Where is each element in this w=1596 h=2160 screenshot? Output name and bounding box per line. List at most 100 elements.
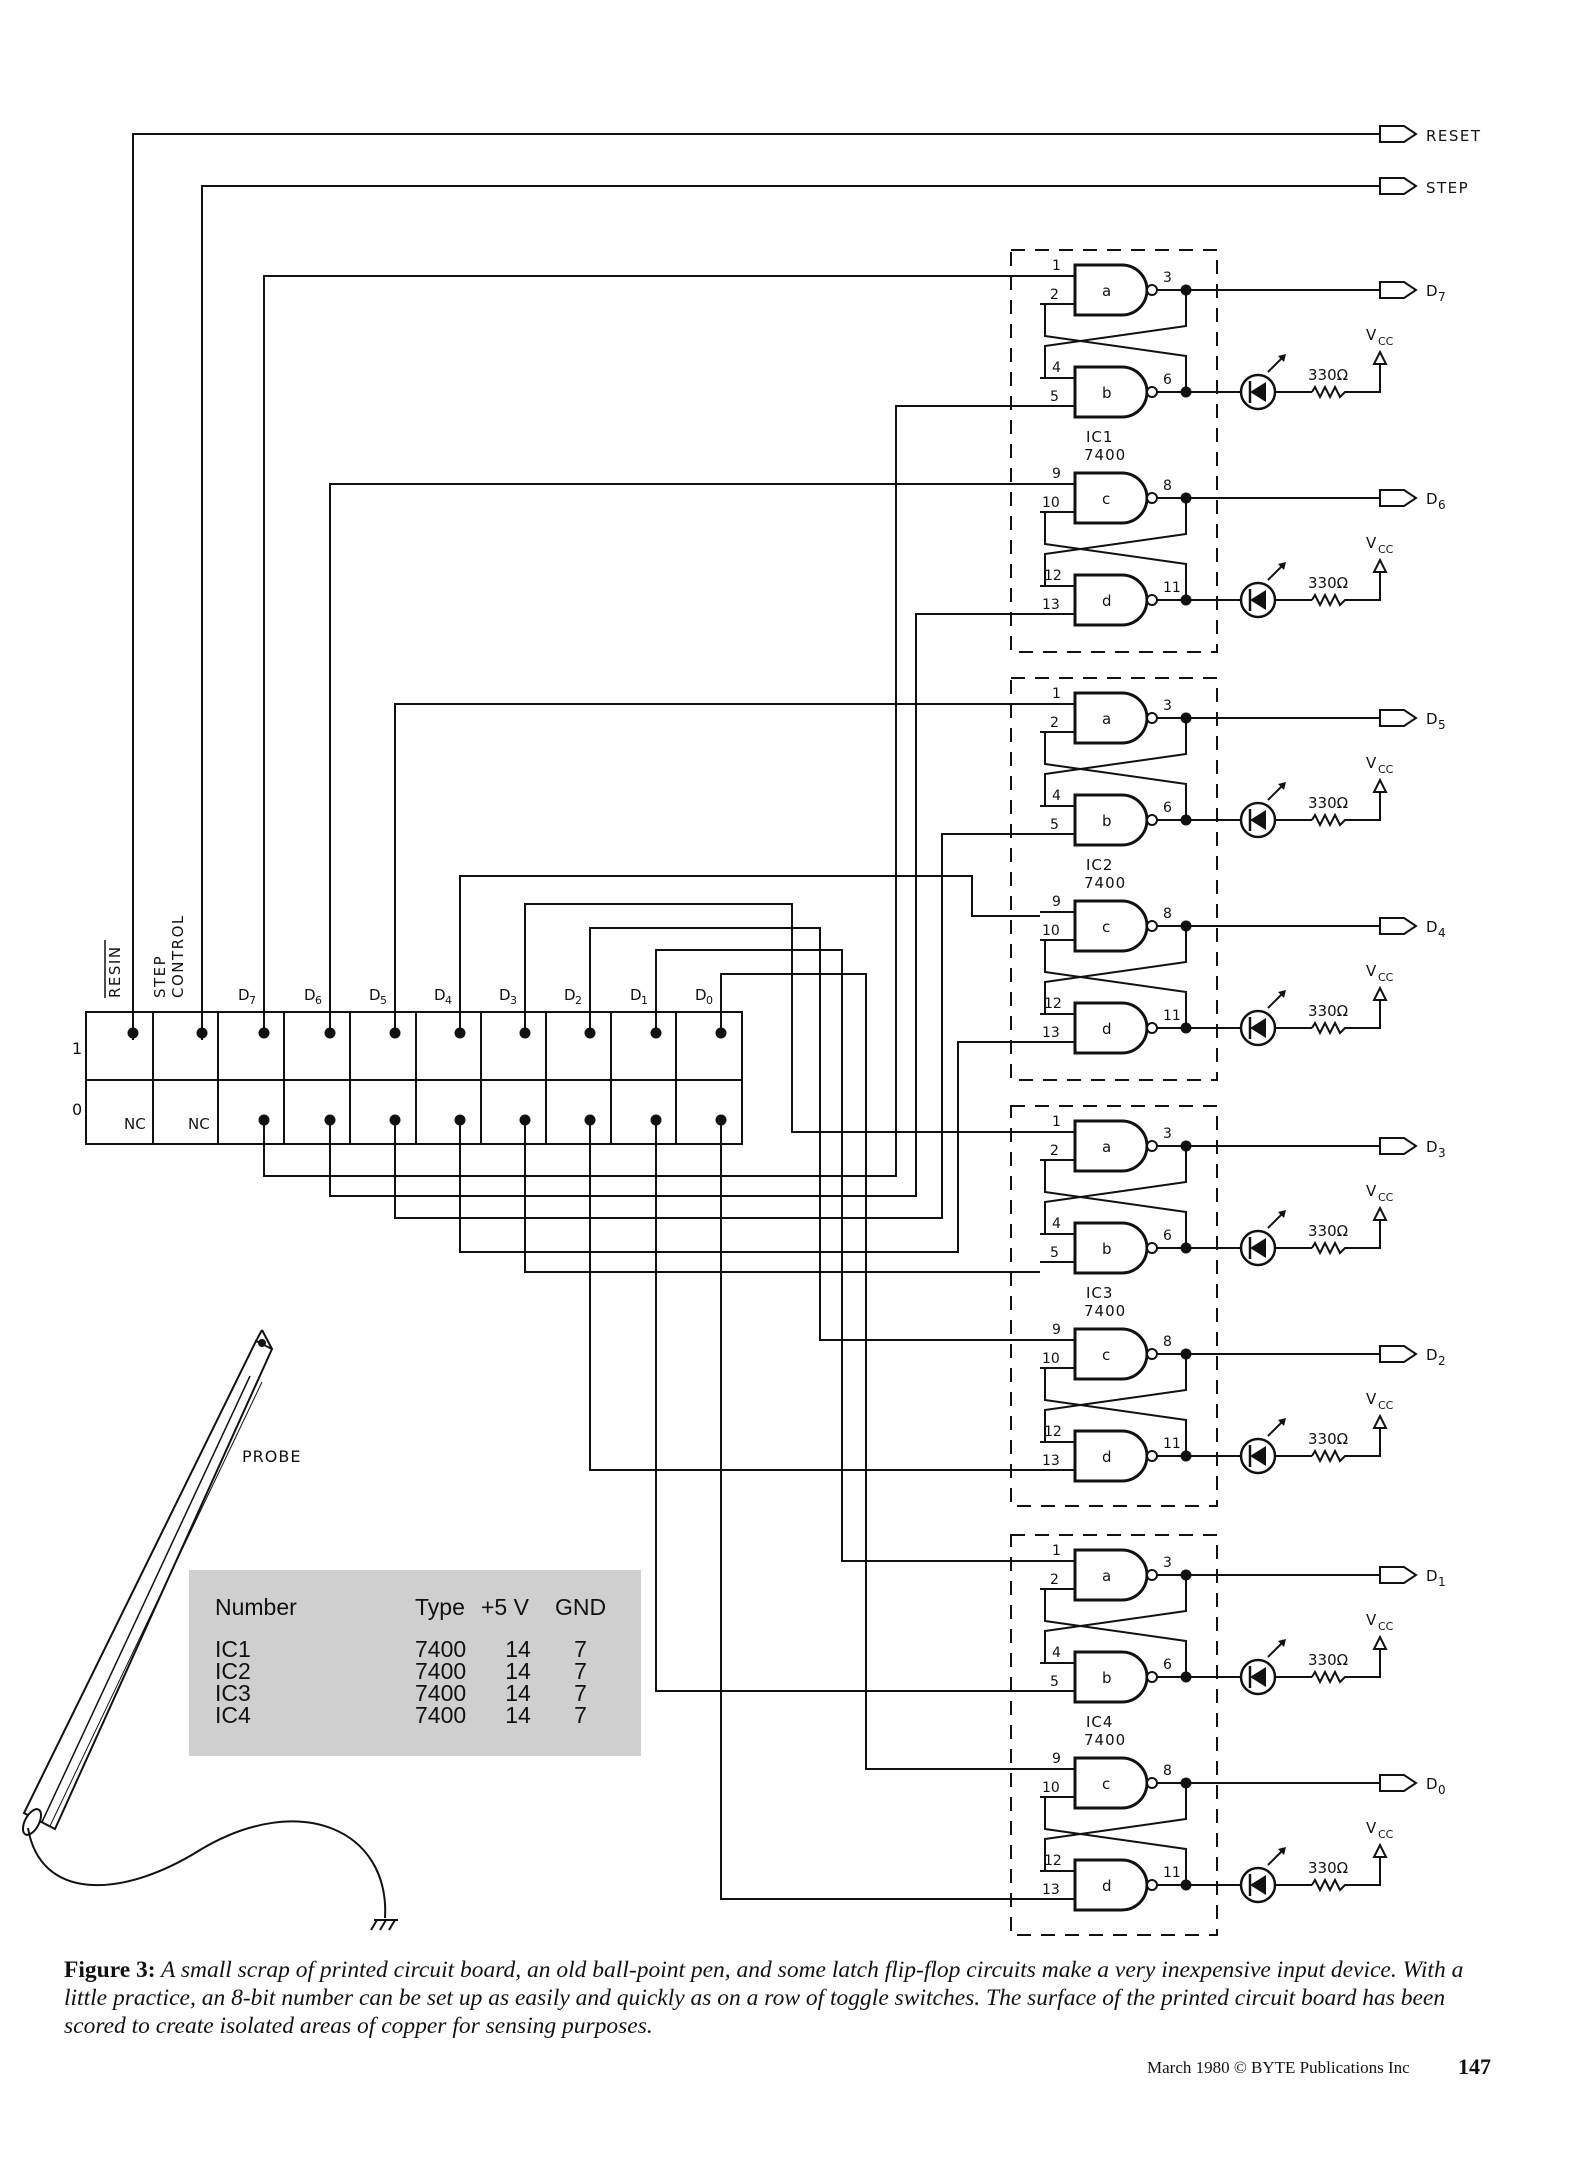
vcc-sub: CC bbox=[1378, 1399, 1394, 1412]
reset-wire-d1 bbox=[655, 1120, 1040, 1692]
output-label-sub: 0 bbox=[1438, 1783, 1446, 1797]
page-number: 147 bbox=[1458, 2054, 1491, 2079]
pcb-board bbox=[85, 1011, 743, 1145]
resistor-label: 330Ω bbox=[1308, 1002, 1348, 1020]
gate-letter: d bbox=[1102, 1448, 1112, 1466]
pin-number: 13 bbox=[1042, 1025, 1060, 1041]
vcc-sub: CC bbox=[1378, 1191, 1394, 1204]
pin-number: 9 bbox=[1052, 1751, 1061, 1767]
output-label-sub: 6 bbox=[1438, 498, 1446, 512]
pin-number: 12 bbox=[1044, 1424, 1062, 1440]
gate-a: a bbox=[1073, 263, 1158, 317]
feedback-wire bbox=[1044, 1575, 1187, 1664]
output-label-d0: D bbox=[1426, 1775, 1438, 1793]
gate-c: c bbox=[1073, 471, 1158, 525]
connector-arrow bbox=[1379, 1345, 1418, 1363]
output-label-sub: 7 bbox=[1438, 290, 1446, 304]
pin-number: 5 bbox=[1050, 1245, 1059, 1261]
pin-number: 13 bbox=[1042, 597, 1060, 613]
probe-label: PROBE bbox=[242, 1447, 301, 1466]
connector-arrow bbox=[1379, 489, 1418, 507]
resistor-label: 330Ω bbox=[1308, 1651, 1348, 1669]
gate-letter: c bbox=[1102, 1775, 1110, 1793]
vcc-label: V bbox=[1366, 326, 1377, 344]
output-label-d3: D bbox=[1426, 1138, 1438, 1156]
header-vcc: +5 V bbox=[481, 1594, 529, 1620]
pad-row-1 bbox=[127, 1027, 139, 1039]
set-wire-d3 bbox=[524, 903, 1040, 1133]
col-label-step: STEP bbox=[151, 955, 169, 998]
nand-body bbox=[1073, 1756, 1149, 1810]
pin-number: 1 bbox=[1052, 686, 1061, 702]
pin-number: 10 bbox=[1042, 1780, 1060, 1796]
nand-body bbox=[1073, 471, 1149, 525]
gate-letter: c bbox=[1102, 1346, 1110, 1364]
vcc-arrow-icon bbox=[1372, 777, 1388, 793]
pin-number: 5 bbox=[1050, 389, 1059, 405]
footer-credit: March 1980 © BYTE Publications Inc bbox=[1147, 2058, 1410, 2077]
pin-number: 8 bbox=[1163, 906, 1172, 922]
reset-line bbox=[132, 133, 1380, 1040]
set-wire-d4 bbox=[459, 875, 1040, 1033]
feedback-wire bbox=[1044, 1159, 1187, 1248]
pin-number: 1 bbox=[1052, 1114, 1061, 1130]
step-label: STEP bbox=[1426, 179, 1469, 197]
ic-type: 7400 bbox=[1084, 874, 1126, 892]
gate-letter: c bbox=[1102, 918, 1110, 936]
pad-row-1 bbox=[584, 1027, 596, 1039]
gate-b: b bbox=[1073, 793, 1158, 847]
pin-number: 11 bbox=[1163, 1865, 1181, 1881]
ic-type: 7400 bbox=[1084, 1731, 1126, 1749]
pin-number: 4 bbox=[1052, 1645, 1061, 1661]
gate-letter: b bbox=[1102, 384, 1112, 402]
pin-number: 8 bbox=[1163, 1334, 1172, 1350]
gate-letter: b bbox=[1102, 1669, 1112, 1687]
inversion-bubble bbox=[1146, 920, 1158, 932]
inversion-bubble bbox=[1146, 1022, 1158, 1034]
col-label-resin: RESIN bbox=[106, 945, 124, 998]
vcc-sub: CC bbox=[1378, 335, 1394, 348]
set-wire-d0 bbox=[720, 973, 1040, 1770]
pin-number: 13 bbox=[1042, 1882, 1060, 1898]
pin-table: Number Type +5 V GND IC1 7400 14 7 IC2 7… bbox=[189, 1570, 641, 1756]
col-label-d1: D bbox=[630, 986, 642, 1004]
inversion-bubble bbox=[1146, 712, 1158, 724]
output-label-d1: D bbox=[1426, 1567, 1438, 1585]
row-label-0: 0 bbox=[72, 1100, 82, 1119]
pin-number: 11 bbox=[1163, 1436, 1181, 1452]
pin-number: 5 bbox=[1050, 1674, 1059, 1690]
pin-number: 4 bbox=[1052, 360, 1061, 376]
pin-number: 1 bbox=[1052, 1543, 1061, 1559]
pin-number: 2 bbox=[1050, 1143, 1059, 1159]
ic-packages: a123b456c9108d121311IC17400a123b456c9108… bbox=[1010, 249, 1218, 1936]
pad-row-0 bbox=[519, 1114, 531, 1126]
table-row: IC4 7400 14 7 bbox=[215, 1702, 587, 1728]
reset-wire-d2 bbox=[589, 1120, 1040, 1471]
nand-body bbox=[1073, 1327, 1149, 1381]
output-label-sub: 5 bbox=[1438, 718, 1446, 732]
probe-pen: PROBE bbox=[21, 1329, 398, 1931]
pin-number: 12 bbox=[1044, 568, 1062, 584]
figure-caption: Figure 3: A small scrap of printed circu… bbox=[64, 1956, 1484, 2040]
gate-d: d bbox=[1073, 573, 1158, 627]
resistor-label: 330Ω bbox=[1308, 1430, 1348, 1448]
col-label-sub: 4 bbox=[445, 994, 452, 1007]
set-wire-d2 bbox=[589, 927, 1040, 1341]
vcc-sub: CC bbox=[1378, 971, 1394, 984]
connector-arrow bbox=[1379, 1566, 1418, 1584]
feedback-wire bbox=[1044, 498, 1187, 587]
col-label-sub: 6 bbox=[315, 994, 322, 1007]
resistor-icon bbox=[1311, 572, 1381, 608]
col-label-d7: D bbox=[238, 986, 250, 1004]
gate-b: b bbox=[1073, 365, 1158, 419]
vcc-label: V bbox=[1366, 1182, 1377, 1200]
resistor-icon bbox=[1311, 1000, 1381, 1036]
set-wire-d1 bbox=[655, 949, 1040, 1562]
ic-name: IC3 bbox=[1086, 1284, 1113, 1302]
set-wire-d5 bbox=[394, 703, 1040, 1033]
